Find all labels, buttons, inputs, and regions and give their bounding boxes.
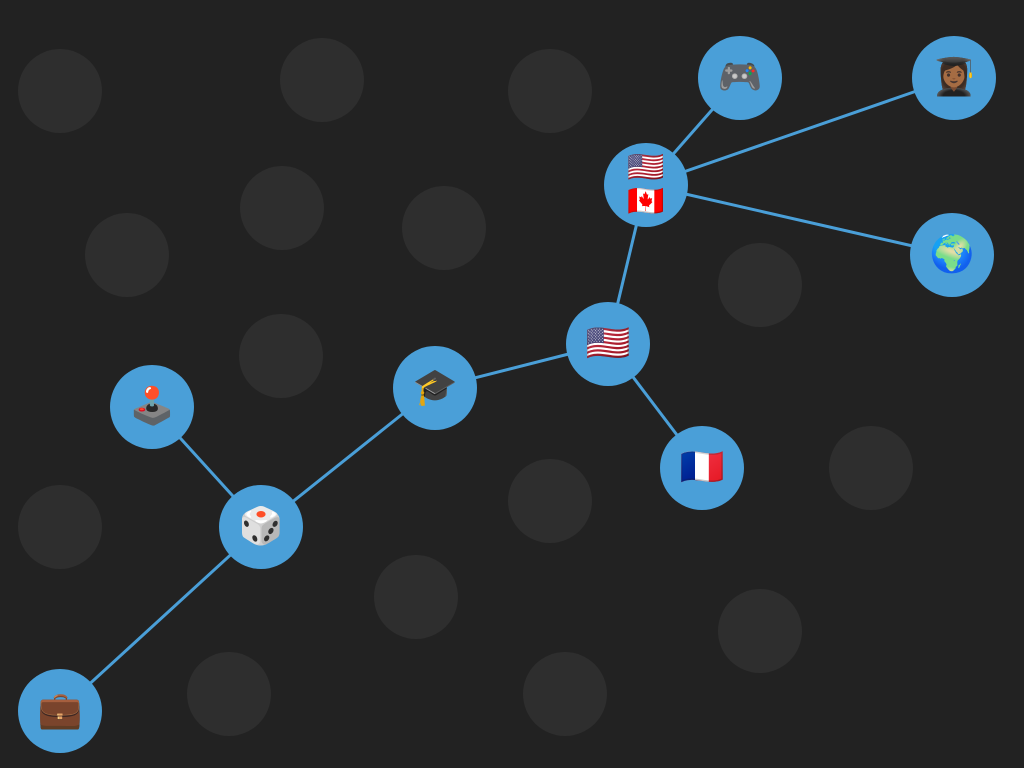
placeholder-dot — [18, 49, 102, 133]
us-flag-icon: 🇺🇸 — [627, 150, 665, 185]
briefcase-icon: 💼 — [37, 690, 83, 731]
link-us-canada-globe — [645, 183, 953, 257]
node-briefcase[interactable]: 💼 — [18, 669, 102, 753]
placeholder-dot — [402, 186, 486, 270]
placeholder-dot — [239, 314, 323, 398]
france-flag-icon: 🇫🇷 — [679, 447, 725, 488]
placeholder-dot — [187, 652, 271, 736]
graduation-cap-icon: 🎓 — [412, 367, 458, 408]
video-game-controller-icon: 🎮 — [717, 57, 763, 98]
game-die-icon: 🎲 — [238, 506, 284, 547]
canada-flag-icon: 🇨🇦 — [627, 184, 665, 219]
placeholder-dot — [718, 589, 802, 673]
placeholder-dot — [280, 38, 364, 122]
node-student[interactable]: 👩🏾‍🎓 — [912, 36, 996, 120]
node-gamepad[interactable]: 🎮 — [698, 36, 782, 120]
globe-europe-africa-icon: 🌍 — [929, 234, 975, 275]
placeholder-dot — [18, 485, 102, 569]
placeholder-dot — [718, 243, 802, 327]
placeholder-dot — [523, 652, 607, 736]
placeholder-dot — [829, 426, 913, 510]
us-flag-icon: 🇺🇸 — [585, 323, 631, 364]
placeholder-dot — [374, 555, 458, 639]
placeholder-dot — [85, 213, 169, 297]
node-france[interactable]: 🇫🇷 — [660, 426, 744, 510]
link-us-canada-graduate — [645, 76, 955, 187]
link-dice-briefcase — [58, 525, 263, 713]
node-graduation-cap[interactable]: 🎓 — [393, 346, 477, 430]
node-us[interactable]: 🇺🇸 — [566, 302, 650, 386]
node-globe[interactable]: 🌍 — [910, 213, 994, 297]
node-us-canada[interactable]: 🇺🇸 🇨🇦 — [604, 143, 688, 227]
placeholder-dot — [240, 166, 324, 250]
node-joystick[interactable]: 🕹️ — [110, 365, 194, 449]
placeholder-dot — [508, 49, 592, 133]
joystick-icon: 🕹️ — [129, 386, 175, 427]
placeholder-dot — [508, 459, 592, 543]
node-dice[interactable]: 🎲 — [219, 485, 303, 569]
woman-student-icon: 👩🏾‍🎓 — [931, 57, 977, 98]
